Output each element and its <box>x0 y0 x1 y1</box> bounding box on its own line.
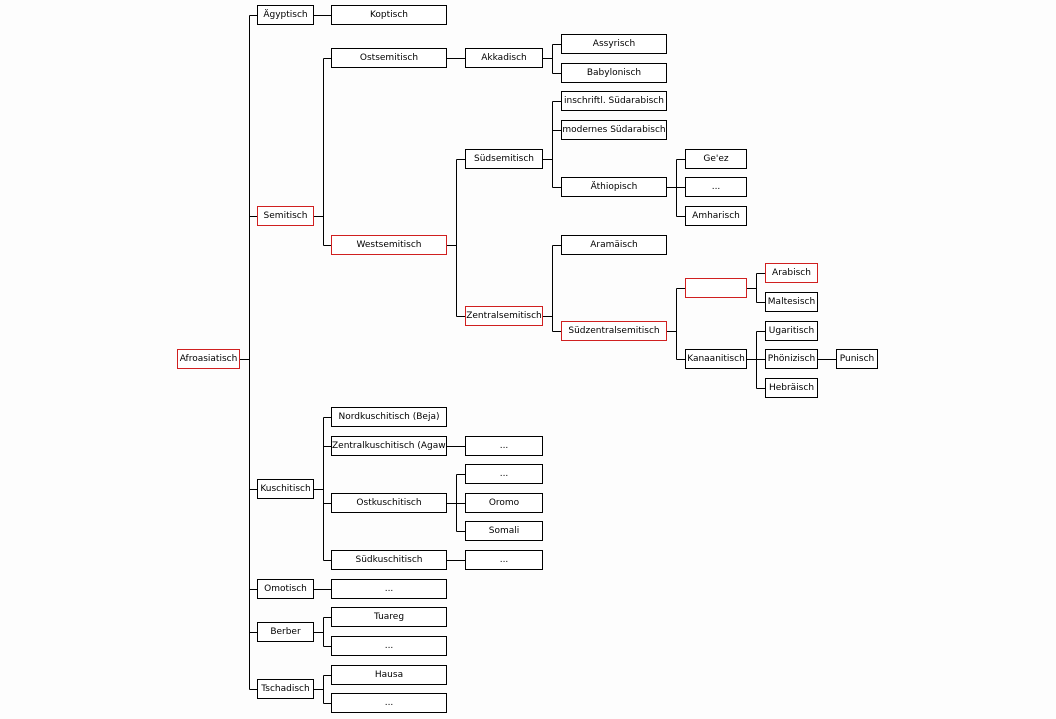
node-tschadisch-more: ... <box>331 693 447 713</box>
node-semitisch: Semitisch <box>257 206 314 226</box>
node-ostkuschitisch-more: ... <box>465 464 543 484</box>
node-suedsemitisch: Südsemitisch <box>465 149 543 169</box>
node-ostsemitisch: Ostsemitisch <box>331 48 447 68</box>
node-koptisch: Koptisch <box>331 5 447 25</box>
node-arabisch-group <box>685 278 747 298</box>
node-somali: Somali <box>465 521 543 541</box>
node-modernes-suedarabisch: modernes Südarabisch <box>561 120 667 140</box>
node-suedzentralsemitisch: Südzentralsemitisch <box>561 321 667 341</box>
node-aramaeisch: Aramäisch <box>561 235 667 255</box>
node-tuareg: Tuareg <box>331 607 447 627</box>
node-zentralkuschitisch-more: ... <box>465 436 543 456</box>
node-ugaritisch: Ugaritisch <box>765 321 818 341</box>
node-assyrisch: Assyrisch <box>561 34 667 54</box>
node-ostkuschitisch: Ostkuschitisch <box>331 493 447 513</box>
node-oromo: Oromo <box>465 493 543 513</box>
node-punisch: Punisch <box>836 349 878 369</box>
node-aegyptisch: Ägyptisch <box>257 5 314 25</box>
node-hausa: Hausa <box>331 665 447 685</box>
node-omotisch-more: ... <box>331 579 447 599</box>
node-aethiopisch: Äthiopisch <box>561 177 667 197</box>
node-westsemitisch: Westsemitisch <box>331 235 447 255</box>
node-zentralsemitisch: Zentralsemitisch <box>465 306 543 326</box>
node-akkadisch: Akkadisch <box>465 48 543 68</box>
node-inschriftl-suedarabisch: inschriftl. Südarabisch <box>561 91 667 111</box>
node-hebraeisch: Hebräisch <box>765 378 818 398</box>
node-kuschitisch: Kuschitisch <box>257 479 314 499</box>
node-aethiopisch-more: ... <box>685 177 747 197</box>
node-tschadisch: Tschadisch <box>257 679 314 699</box>
node-berber: Berber <box>257 622 314 642</box>
node-omotisch: Omotisch <box>257 579 314 599</box>
node-nordkuschitisch: Nordkuschitisch (Beja) <box>331 407 447 427</box>
node-berber-more: ... <box>331 636 447 656</box>
node-afroasiatisch: Afroasiatisch <box>177 349 240 369</box>
node-suedkuschitisch-more: ... <box>465 550 543 570</box>
node-geez: Ge'ez <box>685 149 747 169</box>
node-babylonisch: Babylonisch <box>561 63 667 83</box>
node-amharisch: Amharisch <box>685 206 747 226</box>
node-suedkuschitisch: Südkuschitisch <box>331 550 447 570</box>
node-phoenizisch: Phönizisch <box>765 349 818 369</box>
node-arabisch: Arabisch <box>765 263 818 283</box>
node-maltesisch: Maltesisch <box>765 292 818 312</box>
node-zentralkuschitisch: Zentralkuschitisch (Agaw) <box>331 436 447 456</box>
node-kanaanitisch: Kanaanitisch <box>685 349 747 369</box>
